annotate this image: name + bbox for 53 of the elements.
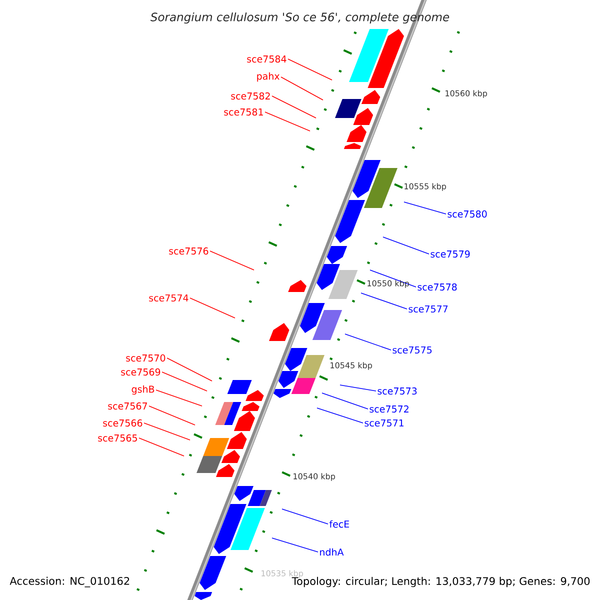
gene-label: pahx	[257, 72, 280, 82]
leader-line	[370, 270, 416, 288]
leader-line	[316, 408, 364, 424]
gene-label: sce7569	[121, 368, 160, 376]
gene-label: sce7580	[448, 210, 487, 218]
scale-label: 10555 kbp	[404, 183, 446, 191]
gene-label: sce7582	[231, 92, 270, 100]
gene-label: gshB	[132, 385, 154, 395]
leader-line	[264, 112, 310, 132]
leader-line	[360, 292, 408, 310]
leader-line	[272, 96, 316, 118]
leader-line	[138, 438, 184, 456]
gene-label: sce7570	[126, 354, 166, 362]
leader-line	[288, 58, 332, 80]
leader-line	[340, 384, 376, 392]
gene-label: sce7581	[224, 108, 263, 116]
gene-label: sce7579	[430, 250, 470, 258]
leader-line	[322, 392, 368, 410]
gene-label: sce7566	[103, 419, 142, 427]
gene-label: sce7573	[378, 387, 417, 395]
gene-label: sce7574	[149, 294, 188, 302]
scale-label: 10540 kbp	[294, 473, 336, 481]
footer-text: Accession: NC_010162	[10, 576, 130, 588]
gene-label: sce7572	[370, 405, 408, 413]
leader-line	[148, 406, 196, 426]
gene-label: sce7576	[169, 247, 208, 255]
gene-label: sce7578	[418, 283, 457, 291]
leader-line	[166, 358, 212, 382]
gene-label: fecE	[329, 520, 349, 528]
gene-label: sce7577	[408, 305, 448, 313]
scale-label: 10535 kbp	[262, 570, 304, 578]
leader-line	[382, 236, 430, 254]
gene-label: sce7565	[98, 434, 137, 442]
gene-label: sce7575	[392, 346, 432, 354]
leader-line	[344, 334, 392, 350]
leader-line	[190, 298, 236, 318]
leader-line	[162, 372, 208, 392]
gene-label: sce7584	[247, 55, 286, 63]
title: Sorangium cellulosum 'So ce 56', complete genome	[150, 12, 450, 24]
gene-label: sce7571	[364, 419, 404, 427]
leader-line	[144, 422, 190, 440]
leader-line	[272, 538, 318, 552]
leader-line	[210, 250, 254, 270]
leader-line	[404, 202, 446, 214]
scale-label: 10560 kbp	[446, 90, 488, 98]
scale-label: 10550 kbp	[368, 280, 410, 288]
footer-text: Topology: circular; Length: 13,033,779 bp; Genes: 9,700	[292, 576, 590, 588]
scale-label: 10545 kbp	[330, 362, 372, 370]
leader-line	[280, 76, 324, 100]
leader-line	[156, 390, 202, 406]
gene-label: sce7567	[108, 402, 147, 410]
gene-label: ndhA	[320, 548, 344, 556]
leader-line	[282, 508, 328, 524]
